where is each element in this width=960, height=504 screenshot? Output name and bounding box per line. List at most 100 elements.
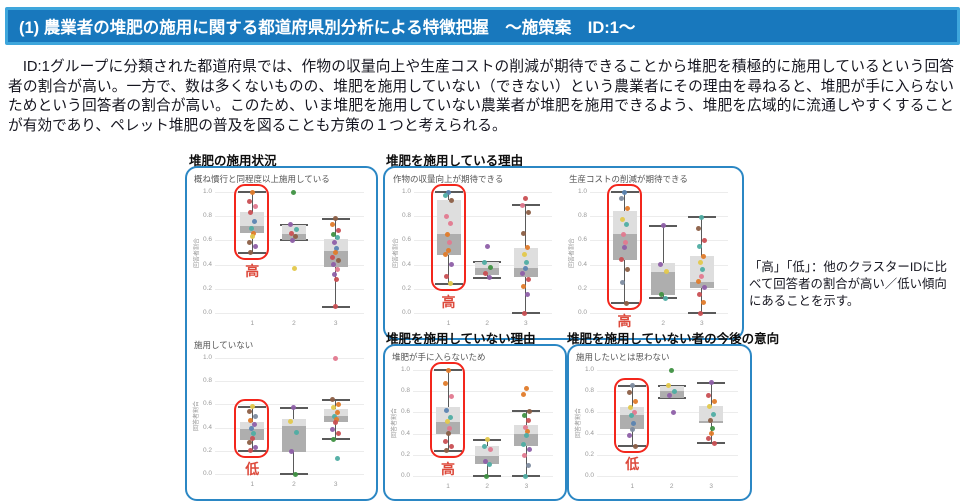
data-point [711,399,717,405]
data-point [626,389,632,395]
data-point [249,189,255,195]
data-point [331,436,337,442]
data-point [294,429,300,435]
y-tick-label: 0.4 [202,424,212,431]
whisker-cap-top [238,405,267,408]
whisker-cap-top [473,438,502,441]
summary-paragraph: ID:1グループに分類された都道府県では、作物の収量向上や生産コストの削減が期待… [8,59,954,134]
whisker-line [251,192,253,253]
y-axis-label: 回答者割合 [569,237,575,268]
data-point [487,447,493,452]
whisker-line [624,192,625,304]
gridline [597,370,738,371]
data-point [247,250,253,255]
whisker-cap-top [321,217,350,220]
box-lower-half [436,421,460,434]
whisker-line [293,224,295,241]
data-point [333,304,339,310]
data-point [331,262,337,268]
gridline [413,476,553,477]
y-tick-label: 0.2 [400,451,410,458]
data-point [252,243,258,249]
box-lower-half [323,251,348,267]
data-point [657,262,663,268]
data-point [333,216,339,222]
data-point [522,424,528,430]
gridline [597,391,738,392]
data-point [446,247,451,253]
box-lower-half [689,281,714,288]
highlight-outline [430,184,466,291]
data-point [333,355,339,361]
data-point [448,281,453,287]
data-point [246,240,252,246]
whisker-line [335,218,337,307]
data-point [621,231,626,237]
y-tick-label: 0.8 [577,212,587,219]
gridline [597,476,738,477]
data-point [333,420,339,426]
x-tick-label: 1 [630,483,635,490]
whisker-cap-top [434,369,462,371]
data-point [442,381,448,387]
gridline [413,434,553,435]
y-axis-label: 回答者割合 [576,408,582,439]
box-iqr [240,421,265,441]
whisker-line [662,225,664,299]
whisker-cap-top [321,398,350,401]
data-point [335,235,341,241]
whisker-cap-bottom [321,305,350,308]
data-point [444,419,450,425]
x-tick-label: 3 [699,320,704,327]
data-point [699,214,705,220]
whisker-cap-bottom [434,282,463,285]
data-point [708,431,714,437]
data-point [623,240,628,246]
data-point [246,199,252,205]
title-bar: (1) 農業者の堆肥の施用に関する都道府県別分析による特徴把握 ～施策案 ID:… [5,7,960,45]
data-point [486,275,492,281]
data-point [521,283,527,289]
whisker-cap-bottom [649,297,678,300]
whisker-cap-top [697,381,726,384]
data-point [330,254,336,260]
whisker-line [525,205,527,313]
data-point [619,257,624,263]
data-point [619,195,624,201]
gridline [215,451,364,452]
y-tick-label: 0.8 [584,387,594,394]
gridline [215,313,364,314]
y-tick-label: 0.4 [202,261,212,268]
gridline [590,192,728,193]
data-point [291,189,297,195]
data-point [443,448,449,454]
data-point [247,418,253,424]
y-tick-label: 0.6 [577,236,587,243]
data-point [629,426,635,432]
gridline [590,240,728,241]
data-point [525,245,531,251]
data-point [521,453,527,459]
y-tick-label: 0.0 [577,309,587,316]
gridline [215,192,364,193]
box-iqr [436,200,461,255]
data-point [699,274,705,280]
whisker-line [251,406,253,451]
data-point [249,435,255,441]
data-point [524,259,530,265]
y-axis-label: 回答者割合 [194,237,200,268]
y-tick-label: 0.6 [584,408,594,415]
data-point [290,237,296,243]
data-point [330,397,336,403]
data-point [288,419,294,425]
data-point [445,367,451,373]
data-point [449,197,454,203]
gridline [215,381,364,382]
data-point [525,418,531,424]
whisker-cap-bottom [279,239,308,242]
y-axis-label: 回答者割合 [194,401,200,432]
subplot-title: 生産コストの削減が期待できる [569,174,688,184]
y-tick-label: 0.4 [584,430,594,437]
highlight-outline [430,362,465,458]
